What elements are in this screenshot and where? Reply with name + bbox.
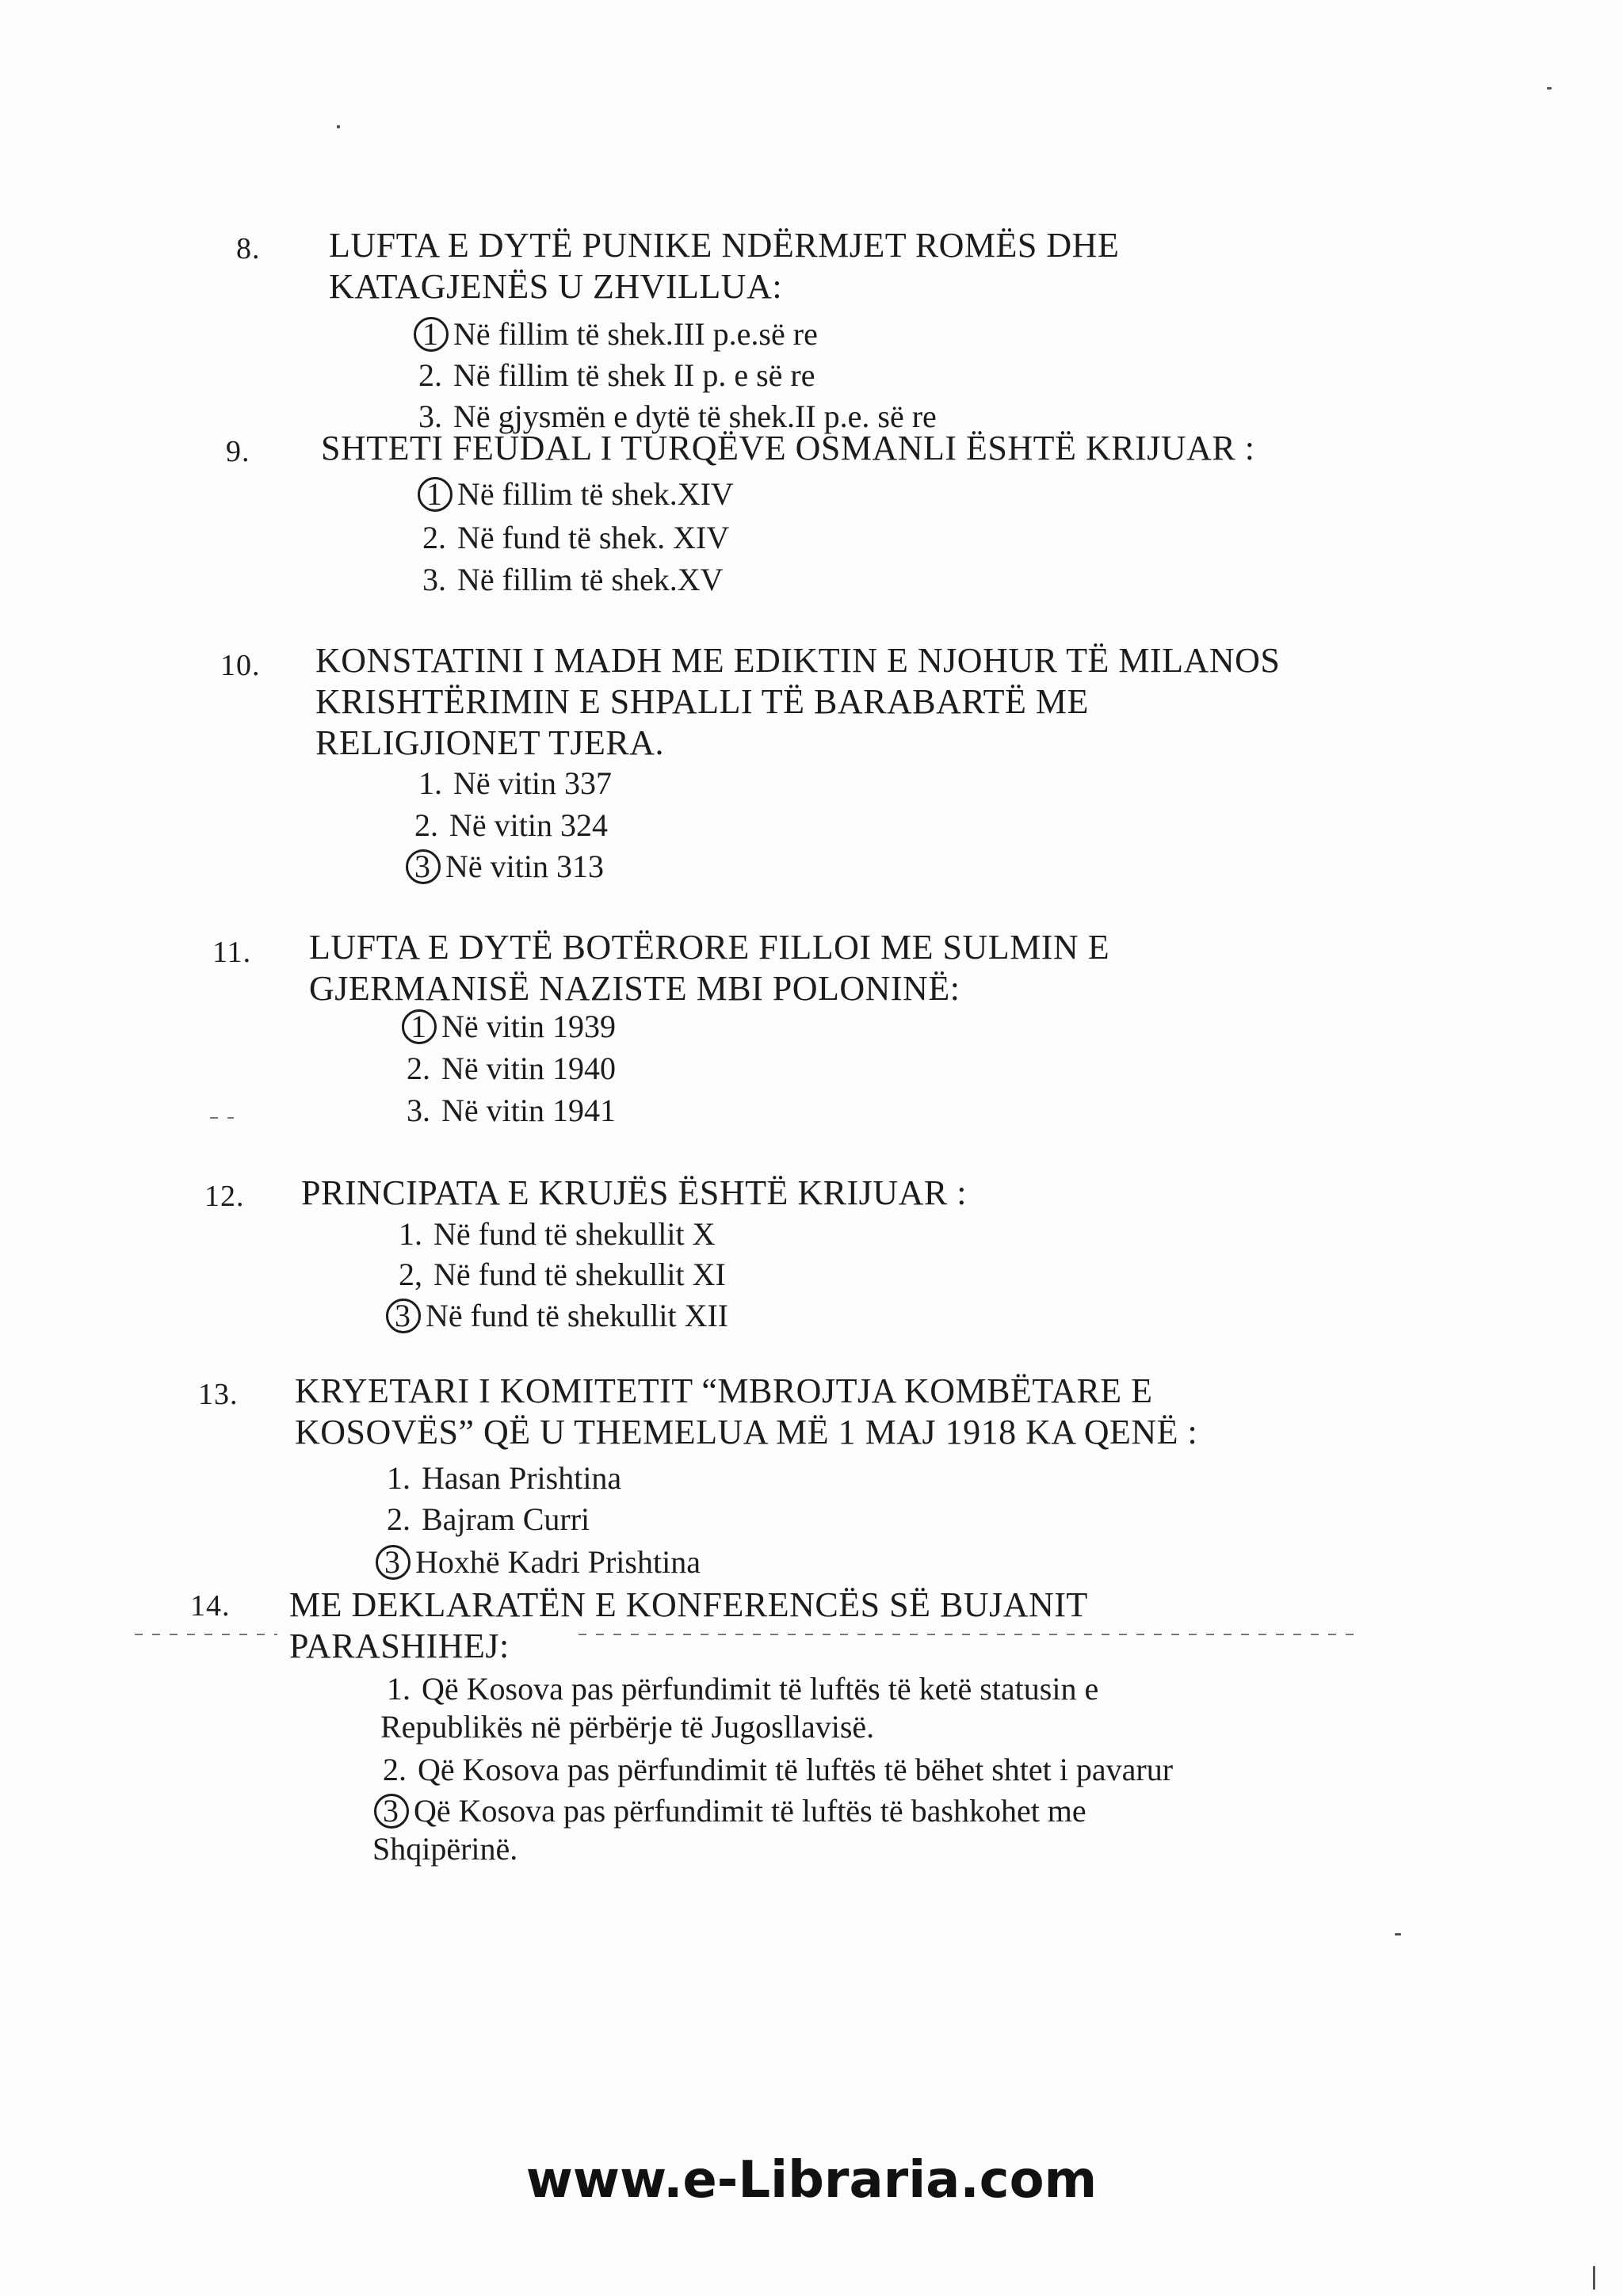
option-text: Në vitin 324 (449, 807, 608, 843)
answer-option: 2. Në vitin 324 (408, 807, 608, 845)
answer-option: 2. Bajram Curri (380, 1501, 590, 1539)
option-text: Në fund të shekullit XI (433, 1257, 726, 1292)
option-text: Në fillim të shek.XIV (457, 476, 734, 512)
question-text: PRINCIPATA E KRUJËS ËSHTË KRIJUAR : (301, 1173, 967, 1212)
option-number: 2. (418, 357, 442, 393)
option-number: 1 (400, 1008, 437, 1046)
answer-option: 1. Në fund të shekullit X (392, 1215, 716, 1253)
option-text: Në vitin 1940 (441, 1051, 616, 1086)
question-number: 11. (212, 936, 252, 969)
option-number: 1. (387, 1460, 411, 1496)
question-number: 10. (220, 649, 261, 682)
answer-option: 3. Në fillim të shek.XV (416, 561, 724, 599)
option-number: 3 (404, 848, 441, 886)
question-text: SHTETI FEUDAL I TURQËVE OSMANLI ËSHTË KR… (321, 429, 1255, 467)
question-text: KRYETARI I KOMITETIT “MBROJTJA KOMBËTARE… (295, 1371, 1198, 1451)
option-number: 2. (414, 807, 438, 843)
option-number: 3 (384, 1297, 421, 1335)
option-text: Në vitin 337 (453, 765, 612, 801)
question-number: 12. (204, 1180, 245, 1213)
scan-speck (1395, 1933, 1401, 1936)
answer-option: 1. Në vitin 337 (412, 765, 612, 803)
answer-option: 1.Që Kosova pas përfundimit të luftës të… (380, 1670, 1236, 1746)
question-text: KONSTATINI I MADH ME EDIKTIN E NJOHUR TË… (315, 641, 1281, 762)
option-text: Në fund të shekullit X (433, 1216, 716, 1252)
option-text: Që Kosova pas përfundimit të luftës të b… (372, 1793, 1086, 1867)
scan-speck (1547, 87, 1552, 90)
option-number: 1 (416, 475, 453, 513)
option-text: Në vitin 1941 (441, 1093, 616, 1128)
option-number: 2. (387, 1501, 411, 1537)
option-text: Hoxhë Kadri Prishtina (415, 1544, 701, 1580)
option-number: 2. (422, 520, 446, 555)
option-number: 3. (422, 562, 446, 597)
option-text: Bajram Curri (422, 1501, 590, 1537)
answer-option: 1. Hasan Prishtina (380, 1459, 621, 1497)
option-text: Në vitin 313 (445, 849, 604, 884)
answer-option: 2. Në fund të shek. XIV (416, 519, 729, 557)
option-text: Në fund të shekullit XII (426, 1298, 729, 1333)
scan-dash-line (135, 1634, 277, 1635)
option-number: 3. (407, 1093, 430, 1128)
option-number: 3 (374, 1543, 411, 1581)
question-text: LUFTA E DYTË BOTËRORE FILLOI ME SULMIN E… (309, 928, 1110, 1008)
question-text: ME DEKLARATËN E KONFERENCËS SË BUJANIT P… (289, 1585, 1088, 1665)
option-number: 1 (412, 315, 449, 353)
scan-dash-line (210, 1117, 234, 1119)
answer-option: 2, Në fund të shekullit XI (392, 1256, 726, 1294)
option-text: Hasan Prishtina (422, 1460, 622, 1496)
option-text: Në fillim të shek II p. e së re (453, 357, 815, 393)
scan-speck (337, 125, 340, 128)
option-number: 3. (418, 399, 442, 434)
option-text: Që Kosova pas përfundimit të luftës të k… (380, 1671, 1099, 1745)
option-text: Që Kosova pas përfundimit të luftës të b… (418, 1752, 1174, 1787)
option-number: 2, (399, 1257, 422, 1292)
answer-option: 2. Në vitin 1940 (400, 1050, 616, 1088)
answer-option: 2. Në fillim të shek II p. e së re (412, 357, 815, 395)
option-text: Në vitin 1939 (441, 1009, 616, 1044)
option-number: 2. (407, 1051, 430, 1086)
question-text: LUFTA E DYTË PUNIKE NDËRMJET ROMËS DHE K… (329, 226, 1120, 306)
option-number: 3 (372, 1792, 409, 1830)
site-footer-url: www.e-Libraria.com (525, 2151, 1098, 2210)
question-number: 13. (198, 1378, 239, 1411)
scan-speck (1593, 2266, 1595, 2290)
question-number: 9. (226, 435, 250, 468)
option-number: 1. (387, 1671, 411, 1707)
option-text: Në fillim të shek.XV (457, 562, 724, 597)
question-number: 14. (190, 1589, 231, 1623)
answer-option: 2. Që Kosova pas përfundimit të luftës të… (376, 1751, 1173, 1789)
option-number: 1. (399, 1216, 422, 1252)
question-number: 8. (236, 232, 261, 265)
scan-dash-line (579, 1634, 1363, 1635)
option-text: Në fillim të shek.III p.e.së re (453, 316, 818, 352)
option-text: Në fund të shek. XIV (457, 520, 730, 555)
option-number: 2. (383, 1752, 407, 1787)
answer-option: 3. Në gjysmën e dytë të shek.II p.e. së r… (412, 398, 937, 436)
option-number: 1. (418, 765, 442, 801)
answer-option: 3. Në vitin 1941 (400, 1092, 616, 1130)
option-text: Në gjysmën e dytë të shek.II p.e. së re (453, 399, 937, 434)
